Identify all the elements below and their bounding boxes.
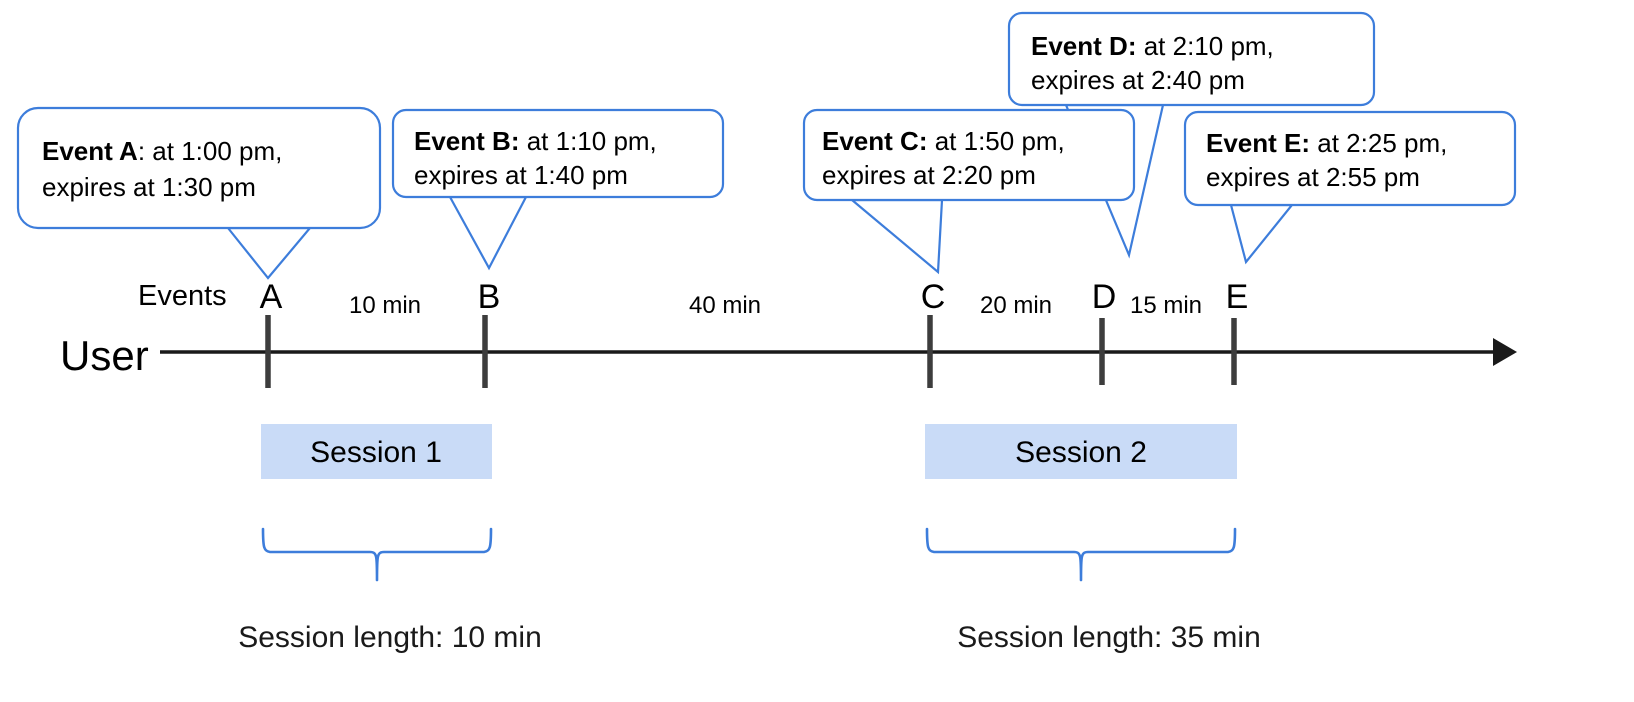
callout-text2-event-a: expires at 1:30 pm [42, 172, 256, 202]
callout-line1-event-d: at 2:10 pm, [1144, 31, 1274, 61]
callout-text2-event-e: expires at 2:55 pm [1206, 162, 1420, 192]
callout-lead-event-b: Event B [414, 126, 511, 156]
callout-sep-event-a: : [138, 136, 152, 166]
callout-line1-event-c: at 1:50 pm, [935, 126, 1065, 156]
session-2-label: Session 2 [1015, 436, 1147, 469]
interval-label-c-d: 20 min [980, 292, 1052, 319]
event-letter-a: A [260, 278, 283, 316]
session-1-caption: Session length: 10 min [238, 621, 542, 654]
callout-line1-event-b: at 1:10 pm, [527, 126, 657, 156]
callout-box-event-b [391, 108, 725, 199]
session-1-brace [261, 527, 493, 582]
session-1-box[interactable] [261, 424, 492, 479]
callout-text-event-c: Event C: at 1:50 pm, [822, 126, 1065, 156]
callout-tail-event-e [1229, 203, 1295, 265]
interval-label-b-c: 40 min [689, 292, 761, 319]
timeline-arrowhead-icon [1493, 338, 1517, 366]
callout-event-d[interactable]: Event D: at 2:10 pm, expires at 2:40 pm [1007, 11, 1376, 259]
callout-lead-event-e: Event E [1206, 128, 1301, 158]
events-row-label: Events [138, 280, 227, 312]
callout-text-event-a: Event A: at 1:00 pm, [42, 136, 282, 166]
callout-event-b[interactable]: Event B: at 1:10 pm, expires at 1:40 pm [391, 108, 725, 271]
callout-line1-event-a: at 1:00 pm, [152, 136, 282, 166]
callout-tail-event-c [848, 198, 944, 275]
event-letter-d: D [1092, 278, 1117, 316]
user-axis-label: User [60, 332, 149, 379]
callout-lead-event-c: Event C [822, 126, 919, 156]
callout-text2-event-b: expires at 1:40 pm [414, 160, 628, 190]
event-letter-c: C [921, 278, 946, 316]
callout-event-a[interactable]: Event A: at 1:00 pm, expires at 1:30 pm [16, 106, 382, 280]
session-2-group[interactable]: Session 2 Session length: 35 min [925, 424, 1261, 654]
interval-label-a-b: 10 min [349, 292, 421, 319]
callout-tail-event-b [448, 195, 528, 271]
event-letter-b: B [478, 278, 501, 316]
callout-sep-event-d: : [1128, 31, 1144, 61]
interval-label-d-e: 15 min [1130, 292, 1202, 319]
session-1-group[interactable]: Session 1 Session length: 10 min [238, 424, 542, 654]
callout-lead-event-a: Event A [42, 136, 138, 166]
callout-sep-event-c: : [919, 126, 935, 156]
callout-tail-event-a [225, 226, 313, 280]
callout-text-event-d: Event D: at 2:10 pm, [1031, 31, 1274, 61]
callout-box-event-e [1183, 110, 1517, 207]
callout-sep-event-e: : [1301, 128, 1317, 158]
event-letter-e: E [1226, 278, 1249, 316]
callout-line1-event-e: at 2:25 pm, [1317, 128, 1447, 158]
callout-sep-event-b: : [511, 126, 527, 156]
callout-text2-event-c: expires at 2:20 pm [822, 160, 1036, 190]
callout-text-event-e: Event E: at 2:25 pm, [1206, 128, 1447, 158]
callout-event-c[interactable]: Event C: at 1:50 pm, expires at 2:20 pm [802, 108, 1136, 275]
callout-event-e[interactable]: Event E: at 2:25 pm, expires at 2:55 pm [1183, 110, 1517, 265]
callout-text2-event-d: expires at 2:40 pm [1031, 65, 1245, 95]
session-1-label: Session 1 [310, 436, 442, 469]
session-2-box[interactable] [925, 424, 1237, 479]
callout-lead-event-d: Event D [1031, 31, 1128, 61]
callout-text-event-b: Event B: at 1:10 pm, [414, 126, 657, 156]
session-2-brace [925, 527, 1237, 582]
callout-box-event-a [16, 106, 382, 230]
callout-box-event-c [802, 108, 1136, 202]
session-2-caption: Session length: 35 min [957, 621, 1261, 654]
callout-box-event-d [1007, 11, 1376, 107]
